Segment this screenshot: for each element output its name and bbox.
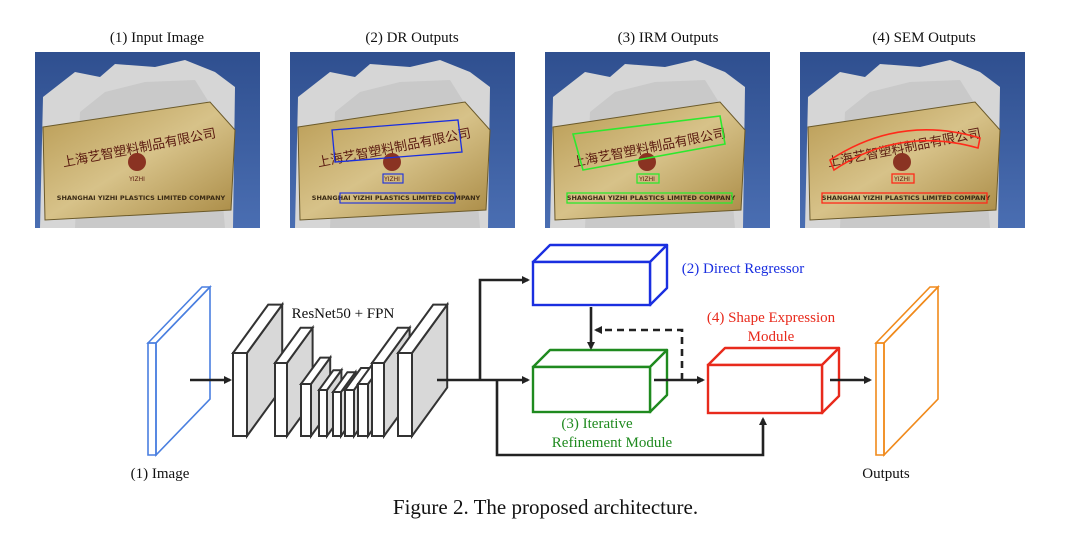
backbone-blocks <box>231 301 450 440</box>
panel-title-irm: (3) IRM Outputs <box>617 30 719 46</box>
panel-title-sem: (4) SEM Outputs <box>872 30 976 46</box>
arrow-to-dr <box>478 276 530 380</box>
direct-regressor-box <box>531 243 669 307</box>
iterative-refinement-box <box>531 348 669 414</box>
svg-text:YIZHI: YIZHI <box>383 176 400 183</box>
irm-label-line2: Refinement Module <box>552 435 673 451</box>
arrow-feedback-dashed <box>594 326 684 380</box>
figure-caption: Figure 2. The proposed architecture. <box>392 495 699 519</box>
dr-label: (2) Direct Regressor <box>682 261 804 277</box>
svg-text:SHANGHAI YIZHI PLASTICS LIMITE: SHANGHAI YIZHI PLASTICS LIMITED COMPANY <box>822 194 991 202</box>
svg-text:SHANGHAI YIZHI PLASTICS LIMITE: SHANGHAI YIZHI PLASTICS LIMITED COMPANY <box>312 194 481 202</box>
backbone-slab <box>396 301 450 440</box>
output-slab <box>874 285 940 457</box>
irm-label-line1: (3) Iterative <box>561 416 633 432</box>
svg-text:SHANGHAI YIZHI PLASTICS LIMITE: SHANGHAI YIZHI PLASTICS LIMITED COMPANY <box>57 194 226 202</box>
arrow-skip-to-sem <box>495 380 767 457</box>
svg-text:YIZHI: YIZHI <box>638 176 655 183</box>
panel-title-input: (1) Input Image <box>109 30 205 46</box>
svg-text:SHANGHAI YIZHI PLASTICS LIMITE: SHANGHAI YIZHI PLASTICS LIMITED COMPANY <box>567 194 736 202</box>
backbone-label: ResNet50 + FPN <box>292 306 395 322</box>
sem-label-line2: Module <box>748 329 795 345</box>
flow-arrows <box>190 276 872 457</box>
outputs-label: Outputs <box>862 466 910 482</box>
svg-text:YIZHI: YIZHI <box>128 176 145 183</box>
shape-expression-box <box>706 346 841 415</box>
panel-title-dr: (2) DR Outputs <box>365 30 459 46</box>
svg-text:YIZHI: YIZHI <box>893 176 910 183</box>
image-label: (1) Image <box>131 466 190 482</box>
input-image-slab <box>146 285 212 457</box>
sem-label-line1: (4) Shape Expression <box>707 310 836 326</box>
backbone-slab <box>231 301 285 440</box>
